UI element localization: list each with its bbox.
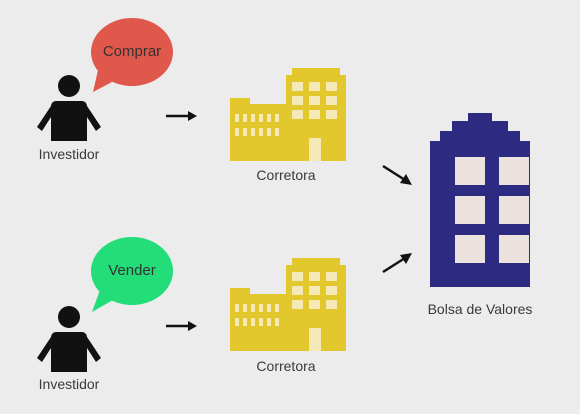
person-icon-investor-2	[37, 306, 101, 372]
investor-1-label: Investidor	[38, 146, 100, 162]
broker-1-label: Corretora	[256, 167, 316, 183]
window	[235, 318, 239, 326]
window	[309, 286, 320, 295]
speech-bubble-vender	[91, 237, 173, 312]
broker-2-windows	[235, 272, 337, 351]
speech-bubble-comprar	[91, 18, 173, 92]
arrow-investor-1-to-broker-1	[166, 111, 197, 121]
window	[326, 110, 337, 119]
door	[309, 138, 321, 161]
window	[251, 114, 255, 122]
window	[259, 114, 263, 122]
window	[309, 300, 320, 309]
window	[243, 114, 247, 122]
exchange-window	[499, 157, 529, 185]
exchange-window	[455, 235, 485, 263]
window	[259, 304, 263, 312]
investor-2-label: Investidor	[38, 376, 100, 392]
window	[267, 318, 271, 326]
door	[309, 328, 321, 351]
window	[275, 114, 279, 122]
exchange-windows	[455, 157, 529, 263]
window	[251, 128, 255, 136]
exchange-window	[499, 235, 529, 263]
bubble-label-vender: Vender	[108, 262, 156, 279]
window	[259, 318, 263, 326]
window	[326, 96, 337, 105]
window	[235, 114, 239, 122]
window	[326, 82, 337, 91]
person-icon-investor-1	[37, 75, 101, 141]
bubble-label-comprar: Comprar	[102, 43, 162, 60]
window	[326, 286, 337, 295]
window	[243, 304, 247, 312]
exchange-window	[499, 196, 529, 224]
window	[326, 272, 337, 281]
arrow-investor-2-to-broker-2	[166, 321, 197, 331]
window	[243, 318, 247, 326]
arrow-broker-1-to-exchange	[382, 164, 412, 185]
window	[309, 272, 320, 281]
window	[309, 82, 320, 91]
window	[326, 300, 337, 309]
exchange-window	[455, 196, 485, 224]
window	[251, 318, 255, 326]
window	[292, 82, 303, 91]
window	[309, 110, 320, 119]
broker-2-label: Corretora	[256, 358, 316, 374]
arrow-broker-2-to-exchange	[382, 253, 412, 274]
window	[292, 300, 303, 309]
window	[292, 96, 303, 105]
window	[251, 304, 255, 312]
bubble-tail	[92, 290, 113, 312]
bubble-shape	[91, 237, 173, 305]
bubble-tail	[93, 70, 112, 92]
window	[267, 304, 271, 312]
window	[292, 286, 303, 295]
window	[259, 128, 263, 136]
window	[267, 128, 271, 136]
window	[243, 128, 247, 136]
window	[275, 304, 279, 312]
bubble-shape	[91, 18, 173, 86]
broker-1-windows	[235, 82, 337, 161]
window	[275, 318, 279, 326]
window	[309, 96, 320, 105]
window	[235, 304, 239, 312]
window	[267, 114, 271, 122]
exchange-window	[455, 157, 485, 185]
window	[275, 128, 279, 136]
window	[292, 110, 303, 119]
window	[292, 272, 303, 281]
window	[235, 128, 239, 136]
exchange-label: Bolsa de Valores	[427, 301, 533, 317]
